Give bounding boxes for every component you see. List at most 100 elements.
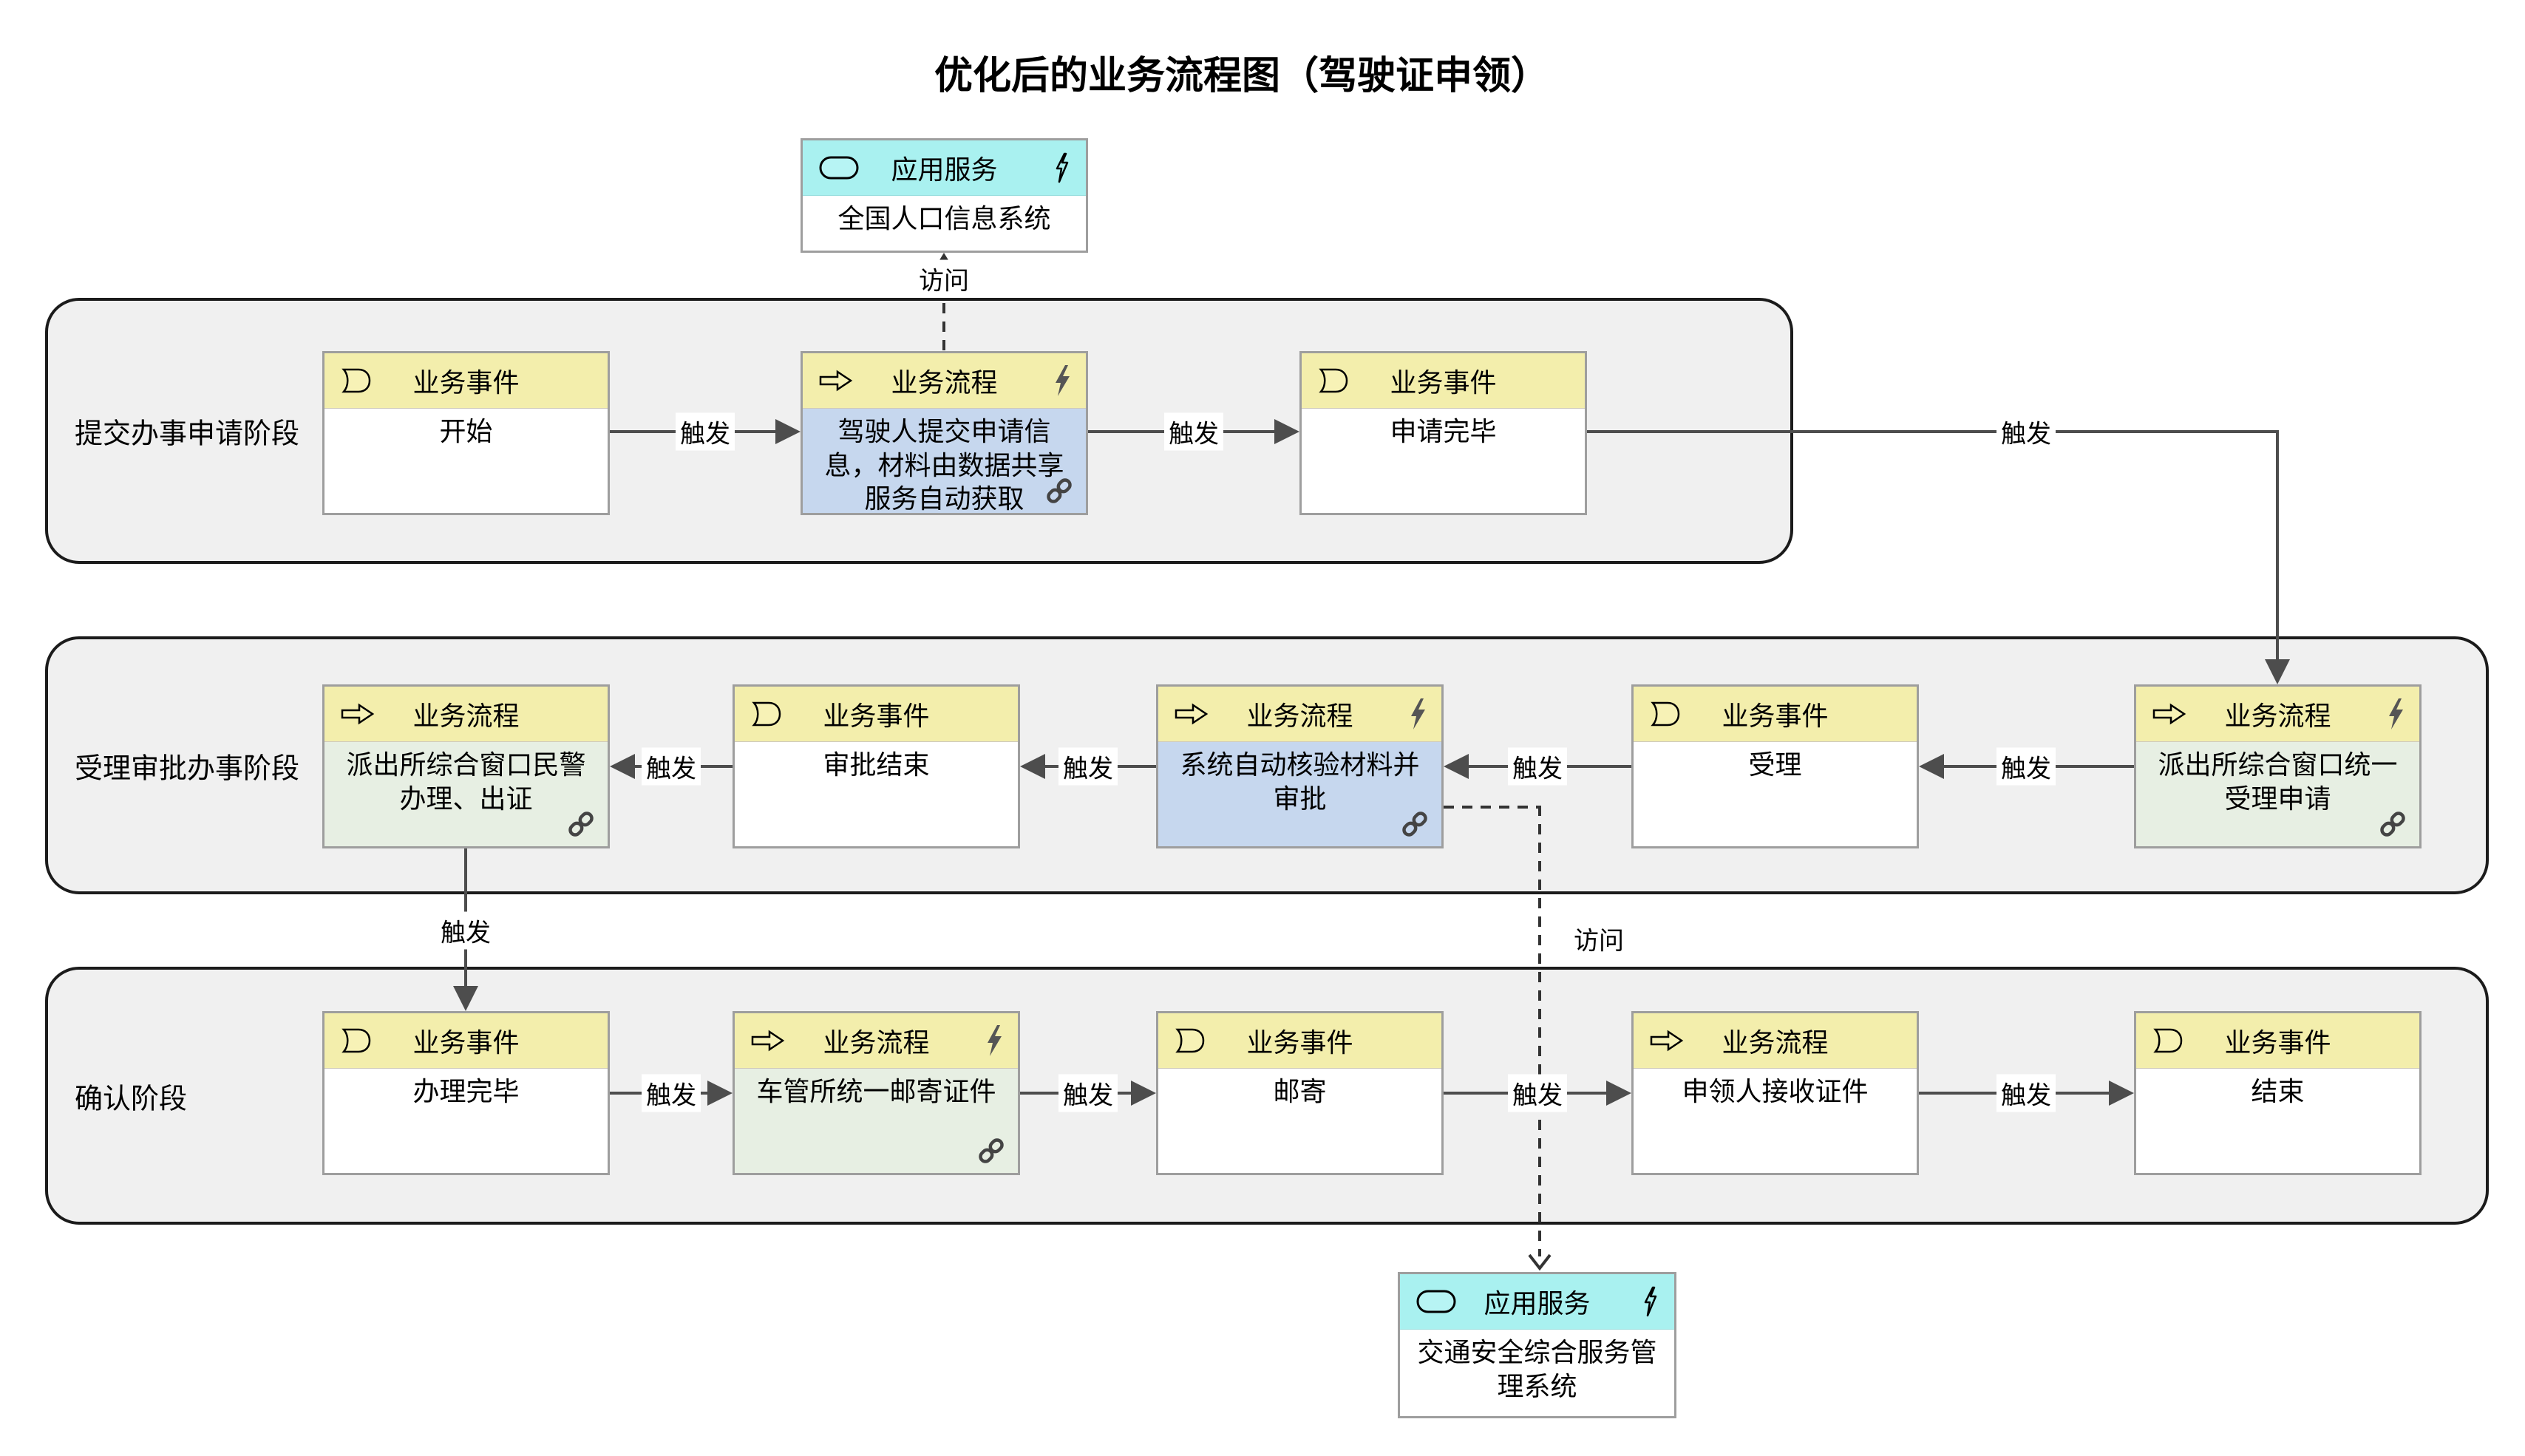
node-name: 派出所综合窗口民警办理、出证	[346, 749, 586, 814]
access-line-traffic-h	[1444, 806, 1541, 809]
lightning-filled-icon	[2389, 698, 2403, 729]
node-name: 受理	[1748, 749, 1802, 780]
link-icon	[1402, 812, 1427, 837]
service-name: 交通安全综合服务管理系统	[1417, 1337, 1657, 1401]
connector-applicationdone-unifiedaccept-h	[1587, 430, 2279, 433]
arrowhead-icon	[1606, 1081, 1631, 1106]
node-type-label: 业务事件	[1390, 367, 1497, 398]
lane-confirm-label: 确认阶段	[75, 1084, 188, 1115]
node-approval-end-event[interactable]: 业务事件 审批结束	[733, 684, 1020, 848]
trigger-label: 触发	[436, 911, 495, 950]
node-type-label: 业务流程	[412, 701, 520, 731]
node-type-label: 业务流程	[823, 1027, 930, 1058]
arrowhead-icon	[707, 1081, 733, 1106]
node-name: 车管所统一邮寄证件	[756, 1076, 996, 1106]
lane-review-label: 受理审批办事阶段	[75, 753, 300, 784]
node-application-done-event[interactable]: 业务事件 申请完毕	[1299, 351, 1587, 515]
application-service-icon	[1416, 1290, 1456, 1313]
node-accept-event[interactable]: 业务事件 受理	[1631, 684, 1919, 848]
node-mailed-event[interactable]: 业务事件 邮寄	[1156, 1011, 1444, 1175]
arrowhead-icon	[1919, 754, 1944, 779]
trigger-label: 触发	[642, 747, 701, 786]
link-icon	[568, 812, 594, 837]
business-event-icon	[2153, 1028, 2183, 1053]
trigger-label: 触发	[1164, 412, 1223, 451]
node-type-label: 业务事件	[1722, 701, 1829, 731]
access-line-population	[942, 266, 945, 351]
link-icon	[1047, 478, 1072, 503]
open-arrowhead-icon	[1528, 1253, 1552, 1271]
access-label: 访问	[1569, 919, 1628, 958]
lightning-filled-icon	[1411, 698, 1425, 729]
trigger-label: 触发	[642, 1074, 701, 1112]
service-traffic-safety-system[interactable]: 应用服务 交通安全综合服务管理系统	[1398, 1272, 1676, 1418]
link-icon	[979, 1138, 1004, 1163]
business-event-icon	[341, 368, 371, 393]
service-national-population-system[interactable]: 应用服务 全国人口信息系统	[801, 138, 1088, 253]
business-process-icon	[751, 1030, 785, 1052]
node-submit-info-process[interactable]: 业务流程 驾驶人提交申请信息，材料由数据共享服务自动获取	[801, 351, 1088, 515]
node-handle-done-event[interactable]: 业务事件 办理完毕	[322, 1011, 610, 1175]
node-end-event[interactable]: 业务事件 结束	[2134, 1011, 2422, 1175]
access-label: 访问	[914, 259, 973, 298]
trigger-label: 触发	[1996, 412, 2056, 451]
node-mail-cert-process[interactable]: 业务流程 车管所统一邮寄证件	[733, 1011, 1020, 1175]
business-event-icon	[752, 701, 781, 727]
node-type-label: 业务事件	[1246, 1027, 1353, 1058]
lane-submit-label: 提交办事申请阶段	[75, 418, 300, 450]
node-type-label: 业务流程	[1246, 701, 1353, 731]
business-process-icon	[819, 370, 853, 392]
business-event-icon	[1175, 1028, 1205, 1053]
trigger-label: 触发	[676, 412, 735, 451]
trigger-label: 触发	[1508, 1074, 1567, 1112]
node-type-label: 业务事件	[412, 367, 520, 398]
node-name: 办理完毕	[412, 1076, 520, 1106]
arrowhead-icon	[2109, 1081, 2134, 1106]
page-title: 优化后的业务流程图（驾驶证申领）	[934, 55, 1550, 98]
node-type-label: 业务事件	[2224, 1027, 2331, 1058]
business-event-icon	[1319, 368, 1348, 393]
arrowhead-icon	[1444, 754, 1469, 779]
node-start-event[interactable]: 业务事件 开始	[322, 351, 610, 515]
arrowhead-icon	[1274, 419, 1299, 444]
arrowhead-icon	[1020, 754, 1045, 779]
node-name: 系统自动核验材料并审批	[1180, 749, 1420, 814]
node-name: 开始	[439, 416, 493, 446]
service-name: 全国人口信息系统	[837, 203, 1051, 234]
arrowhead-icon	[610, 754, 635, 779]
arrowhead-icon	[2265, 659, 2290, 684]
arrowhead-icon	[453, 986, 478, 1011]
trigger-label: 触发	[1996, 1074, 2056, 1112]
node-name: 驾驶人提交申请信息，材料由数据共享服务自动获取	[824, 416, 1064, 514]
application-service-icon	[819, 156, 859, 180]
trigger-label: 触发	[1058, 1074, 1118, 1112]
access-line-traffic-v	[1538, 806, 1541, 1256]
node-unified-accept-process[interactable]: 业务流程 派出所综合窗口统一受理申请	[2134, 684, 2422, 848]
arrowhead-icon	[1131, 1081, 1156, 1106]
trigger-label: 触发	[1508, 747, 1567, 786]
business-process-icon	[341, 703, 375, 725]
lightning-filled-icon	[988, 1025, 1002, 1056]
node-auto-verify-process[interactable]: 业务流程 系统自动核验材料并审批	[1156, 684, 1444, 848]
arrowhead-icon	[775, 419, 801, 444]
business-process-icon	[1175, 703, 1209, 725]
business-event-icon	[1651, 701, 1680, 727]
node-name: 申请完毕	[1390, 416, 1497, 446]
node-name: 审批结束	[823, 749, 930, 780]
node-type-label: 业务事件	[412, 1027, 520, 1058]
node-name: 邮寄	[1273, 1076, 1327, 1106]
node-police-issue-process[interactable]: 业务流程 派出所综合窗口民警办理、出证	[322, 684, 610, 848]
node-name: 结束	[2251, 1076, 2305, 1106]
lightning-filled-icon	[1056, 365, 1070, 396]
trigger-label: 触发	[1058, 747, 1118, 786]
node-name: 申领人接收证件	[1682, 1076, 1869, 1106]
link-icon	[2380, 812, 2405, 837]
node-type-label: 应用服务	[891, 154, 998, 185]
node-receive-cert-process[interactable]: 业务流程 申领人接收证件	[1631, 1011, 1919, 1175]
business-event-icon	[341, 1028, 371, 1053]
trigger-label: 触发	[1996, 747, 2056, 786]
lightning-outline-icon	[1644, 1286, 1657, 1317]
node-type-label: 应用服务	[1484, 1288, 1591, 1319]
business-process-icon	[1650, 1030, 1684, 1052]
